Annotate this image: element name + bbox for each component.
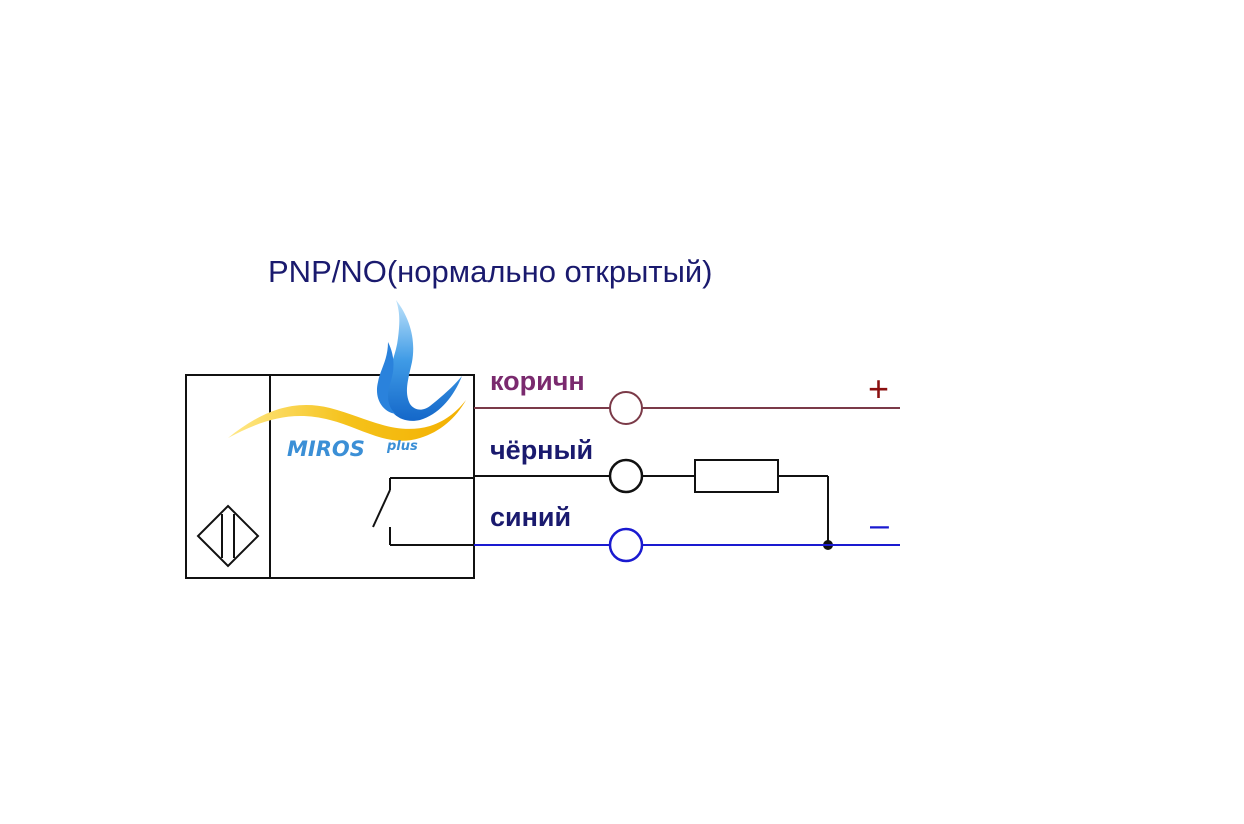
brown-terminal — [609, 391, 643, 425]
black-wire — [474, 458, 833, 550]
proximity-sensor-icon — [196, 504, 260, 568]
brown-wire-label: коричн — [490, 366, 585, 396]
no-switch-symbol — [372, 477, 474, 546]
logo-name: MIROS — [287, 437, 365, 461]
black-terminal — [608, 458, 644, 494]
logo-suffix: plus — [386, 439, 418, 454]
load-resistor — [694, 459, 779, 493]
blue-wire — [474, 527, 900, 563]
plus-sign: + — [868, 368, 889, 409]
blue-terminal — [608, 527, 644, 563]
diagram-title: PNP/NO(нормально открытый) — [268, 254, 713, 289]
miros-logo: MIROS plus — [228, 300, 466, 461]
black-wire-label: чёрный — [490, 435, 593, 465]
blue-wire-label: синий — [490, 502, 571, 532]
brown-wire — [474, 391, 900, 425]
minus-sign: – — [870, 506, 889, 544]
